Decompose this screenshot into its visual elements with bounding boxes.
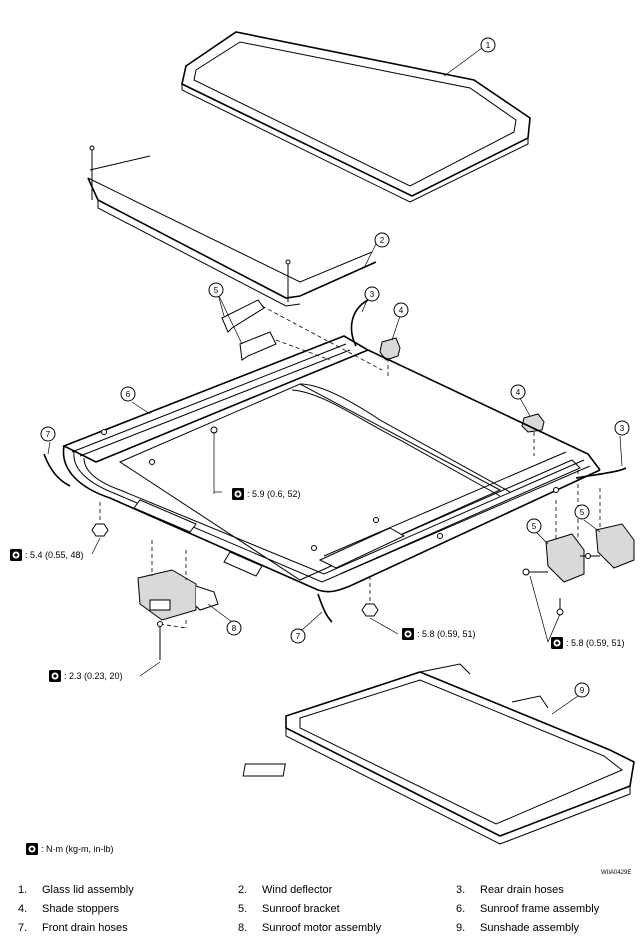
torque-spec-2-label: : 5.4 (0.55, 48) xyxy=(25,550,84,560)
sunroof-frame-assembly xyxy=(62,335,601,593)
unit-note: : N·m (kg-m, in-lb) xyxy=(26,843,114,855)
wind-deflector xyxy=(87,145,377,307)
torque-spec-4: : 5.8 (0.59, 51) xyxy=(551,637,625,649)
callout-2: 2 xyxy=(374,232,390,248)
callout-4a: 4 xyxy=(393,302,409,318)
legend-num: 7. xyxy=(18,922,28,934)
callout-8: 8 xyxy=(226,620,242,636)
torque-wrench-icon xyxy=(551,637,563,649)
legend-num: 5. xyxy=(238,903,248,915)
callout-5c: 5 xyxy=(574,504,590,520)
legend-label: Sunroof bracket xyxy=(262,903,340,915)
torque-spec-1: : 5.9 (0.6, 52) xyxy=(232,488,301,500)
torque-wrench-icon xyxy=(10,549,22,561)
legend-label: Front drain hoses xyxy=(42,922,128,934)
front-drain-hose-right xyxy=(317,593,333,623)
callout-2-label: 2 xyxy=(380,236,385,245)
torque-spec-3: : 5.8 (0.59, 51) xyxy=(402,628,476,640)
callout-9-label: 9 xyxy=(580,686,585,695)
legend-label: Sunroof motor assembly xyxy=(262,922,382,934)
legend-label: Glass lid assembly xyxy=(42,884,134,896)
legend-num: 2. xyxy=(238,884,248,896)
legend-item: 7. Front drain hoses xyxy=(18,922,128,934)
legend-num: 8. xyxy=(238,922,248,934)
legend-num: 9. xyxy=(456,922,466,934)
callout-3a-label: 3 xyxy=(370,290,375,299)
unit-note-label: : N·m (kg-m, in-lb) xyxy=(41,844,114,854)
figure-code: WIIA0429E xyxy=(601,870,632,876)
legend-num: 1. xyxy=(18,884,28,896)
rear-drain-hose-right xyxy=(575,467,627,479)
legend-num: 6. xyxy=(456,903,466,915)
sunroof-bracket-front xyxy=(221,299,383,371)
torque-wrench-icon xyxy=(402,628,414,640)
callout-5a-label: 5 xyxy=(214,286,219,295)
callout-6-label: 6 xyxy=(126,390,131,399)
torque-wrench-icon xyxy=(49,670,61,682)
rear-drain-hose-left xyxy=(350,299,369,347)
sunroof-motor-assembly xyxy=(137,540,219,660)
legend-label: Wind deflector xyxy=(262,884,333,896)
legend-item: 3. Rear drain hoses xyxy=(456,884,564,896)
callout-1: 1 xyxy=(480,37,496,53)
shade-stopper xyxy=(379,337,545,456)
torque-wrench-icon xyxy=(26,843,38,855)
legend-item: 9. Sunshade assembly xyxy=(456,922,579,934)
callout-4b-label: 4 xyxy=(516,388,521,397)
legend-item: 1. Glass lid assembly xyxy=(18,884,134,896)
torque-wrench-icon xyxy=(232,488,244,500)
callout-5a: 5 xyxy=(208,282,224,298)
leader-lines xyxy=(47,47,623,715)
callout-7b-label: 7 xyxy=(296,632,301,641)
callout-3b-label: 3 xyxy=(620,424,625,433)
callout-5b-label: 5 xyxy=(532,522,537,531)
callout-1-label: 1 xyxy=(486,41,491,50)
legend-num: 4. xyxy=(18,903,28,915)
callout-7a: 7 xyxy=(40,426,56,442)
callout-6: 6 xyxy=(120,386,136,402)
legend-label: Sunroof frame assembly xyxy=(480,903,600,915)
callout-3a: 3 xyxy=(364,286,380,302)
torque-spec-5: : 2.3 (0.23, 20) xyxy=(49,670,123,682)
callout-7a-label: 7 xyxy=(46,430,51,439)
torque-spec-2: : 5.4 (0.55, 48) xyxy=(10,549,84,561)
sunroof-bracket-rear xyxy=(522,470,635,616)
legend-label: Sunshade assembly xyxy=(480,922,580,934)
torque-spec-4-label: : 5.8 (0.59, 51) xyxy=(566,638,625,648)
legend-label: Shade stoppers xyxy=(42,903,120,915)
callout-8-label: 8 xyxy=(232,624,237,633)
callout-3b: 3 xyxy=(614,420,630,436)
legend-item: 8. Sunroof motor assembly xyxy=(238,922,381,934)
legend-label: Rear drain hoses xyxy=(480,884,564,896)
torque-spec-5-label: : 2.3 (0.23, 20) xyxy=(64,671,123,681)
glass-lid-assembly xyxy=(181,31,531,203)
callout-5c-label: 5 xyxy=(580,508,585,517)
callout-5b: 5 xyxy=(526,518,542,534)
legend-item: 2. Wind deflector xyxy=(238,884,332,896)
legend-item: 6. Sunroof frame assembly xyxy=(456,903,599,915)
sunshade-assembly xyxy=(242,663,635,845)
torque-spec-1-label: : 5.9 (0.6, 52) xyxy=(247,489,301,499)
legend-item: 4. Shade stoppers xyxy=(18,903,119,915)
frame-nut xyxy=(91,502,379,617)
torque-spec-3-label: : 5.8 (0.59, 51) xyxy=(417,629,476,639)
callout-7b: 7 xyxy=(290,628,306,644)
legend-item: 5. Sunroof bracket xyxy=(238,903,340,915)
callout-4a-label: 4 xyxy=(399,306,404,315)
callout-4b: 4 xyxy=(510,384,526,400)
front-drain-hose-left xyxy=(43,453,71,487)
legend-num: 3. xyxy=(456,884,466,896)
callout-9: 9 xyxy=(574,682,590,698)
